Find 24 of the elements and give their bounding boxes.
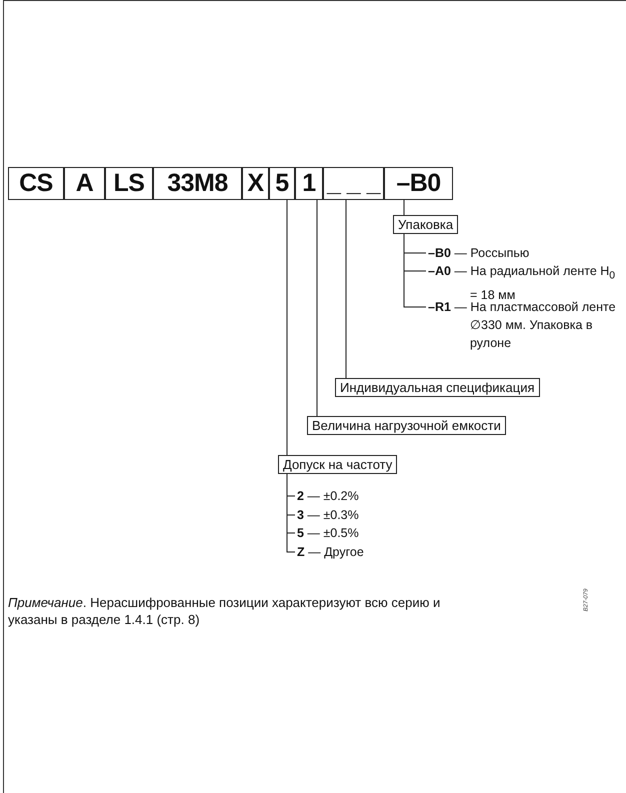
code-segment: A — [64, 167, 105, 200]
code-segment: X — [242, 167, 269, 200]
option-text: 2 — ±0.2% — [297, 487, 447, 505]
option-text: 3 — ±0.3% — [297, 506, 447, 524]
code-segment: 33M8 — [153, 167, 242, 200]
code-segment: 5 — [269, 167, 295, 200]
code-segment: LS — [105, 167, 153, 200]
code-segment: CS — [8, 167, 64, 200]
option-text: Z — Другое — [297, 543, 447, 561]
category-label: Индивидуальная спецификация — [335, 378, 540, 397]
leader-line — [316, 200, 318, 416]
leader-line — [286, 200, 288, 456]
note-text: Примечание. Нерасшифрованные позиции характеризуют всю серию и указаны в разделе 1.4.1 (стр. 8) — [8, 594, 442, 628]
option-text: –B0 — Россыпью — [428, 244, 618, 262]
category-label: Величина нагрузочной емкости — [307, 416, 506, 435]
category-label: Упаковка — [393, 215, 458, 234]
code-segment: 1 — [295, 167, 323, 200]
option-text: 5 — ±0.5% — [297, 524, 447, 542]
bracket-line — [286, 474, 296, 552]
code-segment: –B0 — [384, 167, 453, 200]
category-label: Допуск на частоту — [278, 455, 398, 474]
bracket-line — [404, 234, 426, 308]
option-text: –R1 — На пластмассовой ленте ∅330 мм. Упаковка в рулоне — [428, 298, 618, 352]
code-segment: _ _ _ — [323, 167, 384, 200]
